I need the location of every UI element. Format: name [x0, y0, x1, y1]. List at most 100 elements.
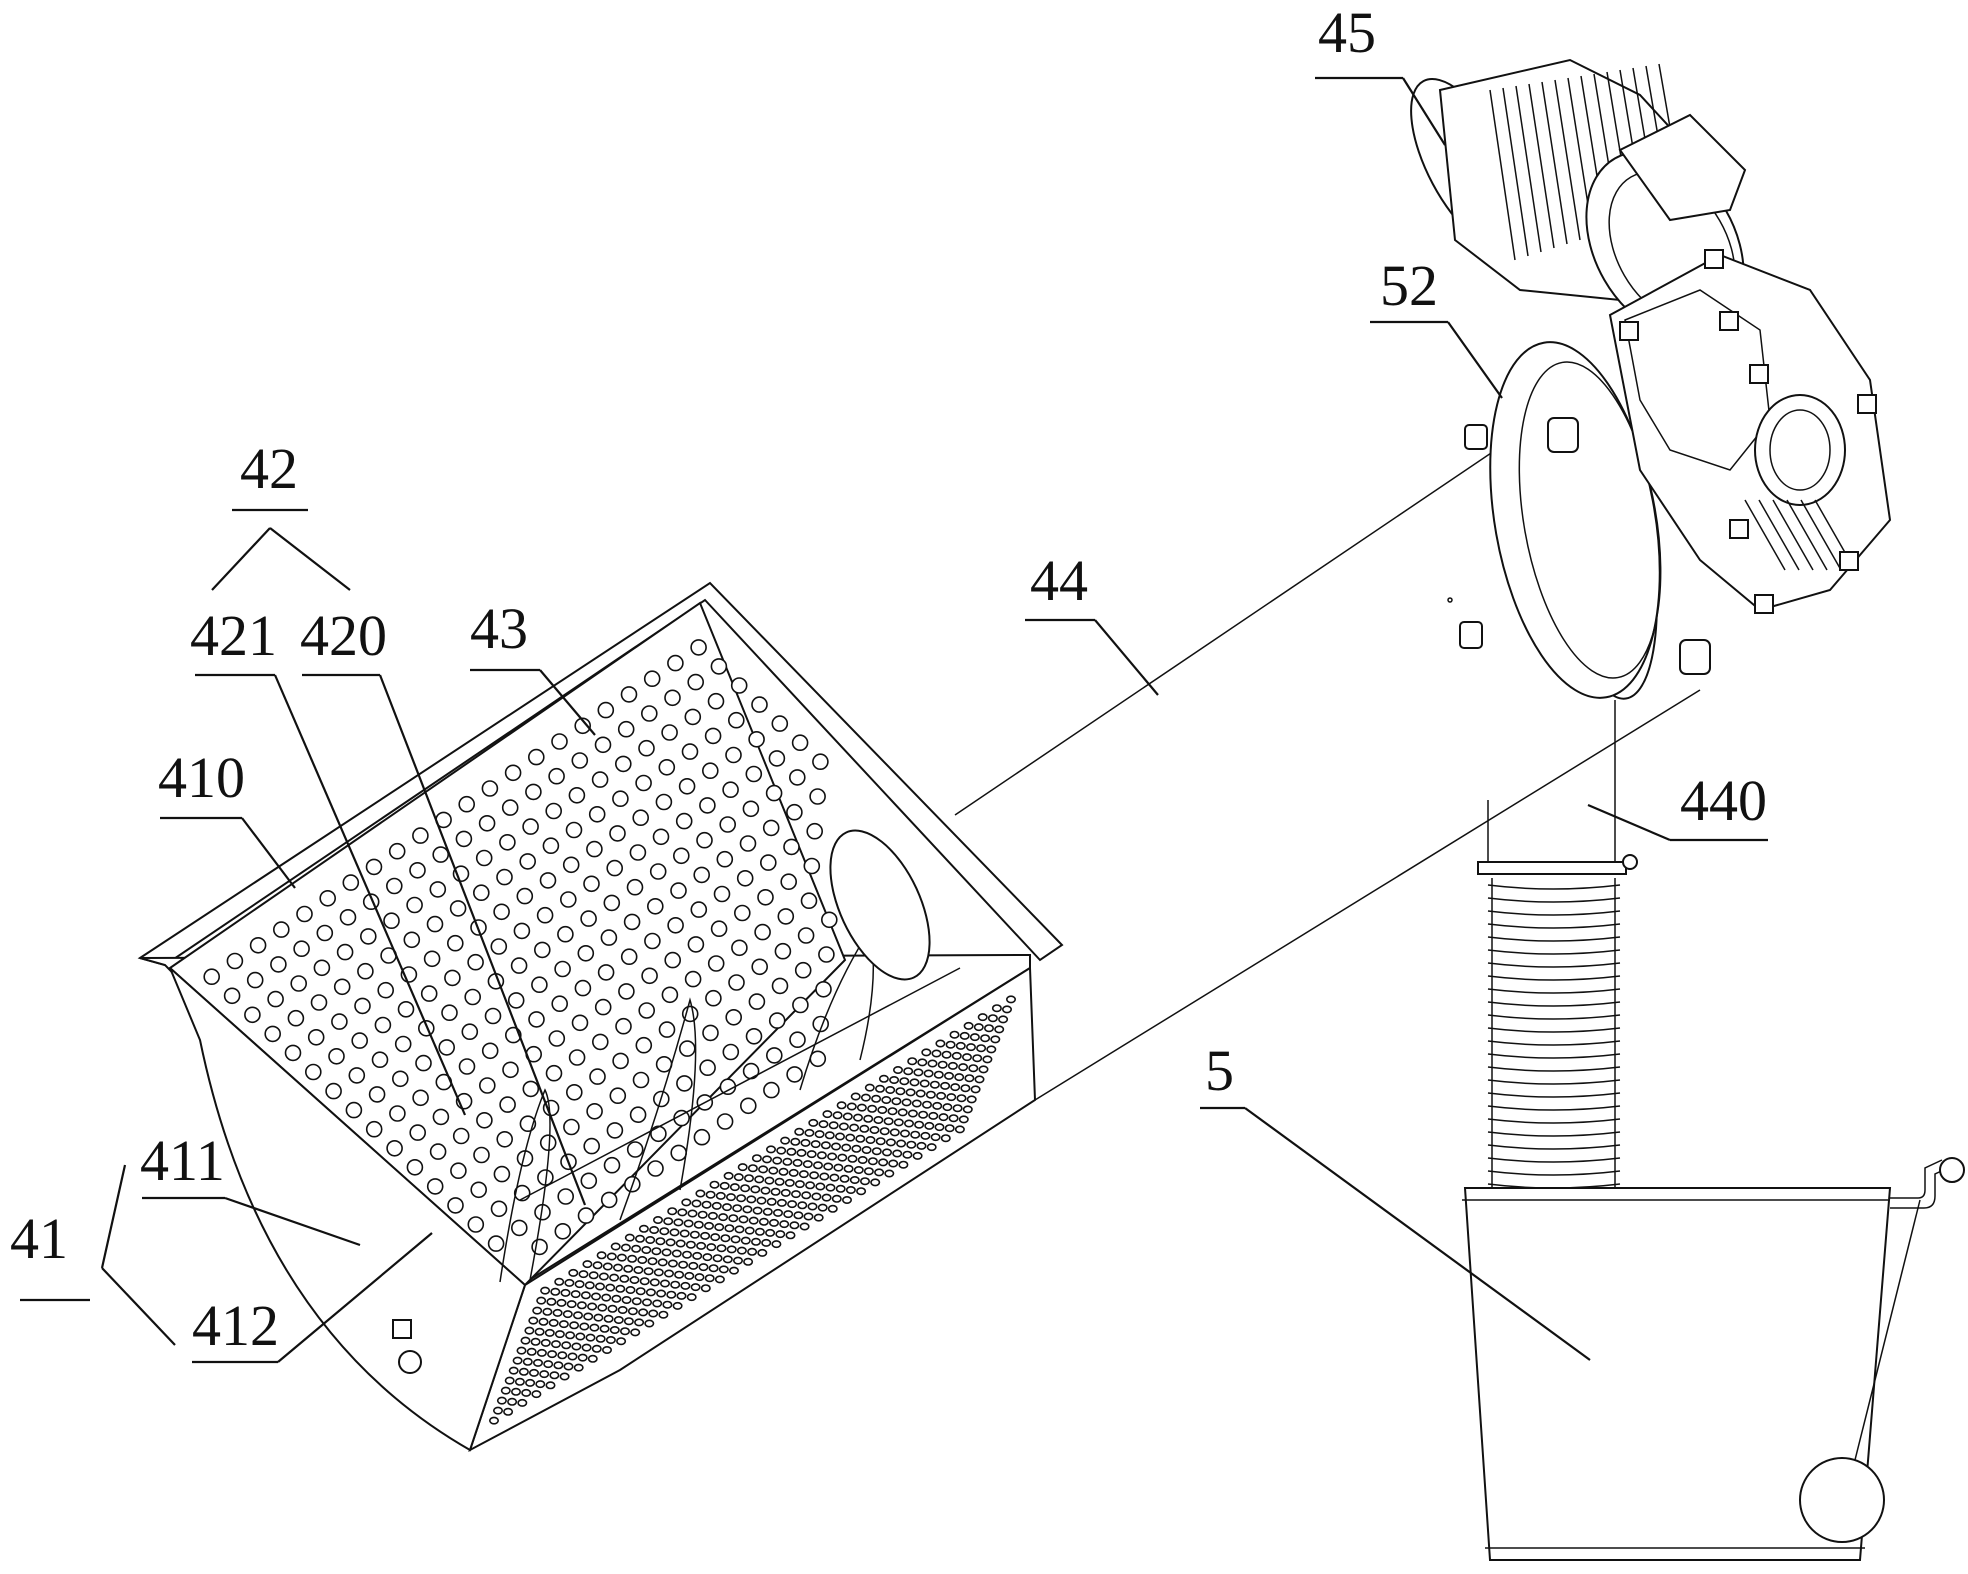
wall-hole	[726, 1245, 737, 1254]
screen-hole	[458, 795, 476, 813]
wall-hole	[605, 1283, 616, 1292]
wall-hole	[877, 1106, 888, 1115]
screen-hole	[751, 958, 769, 976]
wall-hole	[627, 1307, 638, 1316]
screen-hole	[331, 1013, 348, 1030]
wall-hole	[672, 1301, 683, 1310]
wall-hole	[958, 1063, 969, 1072]
wall-hole	[764, 1176, 775, 1185]
screen-hole	[661, 986, 679, 1004]
wall-hole	[630, 1328, 641, 1337]
wall-hole	[570, 1290, 581, 1299]
wall-hole	[669, 1228, 680, 1237]
wall-hole	[768, 1166, 779, 1175]
screen-hole	[319, 889, 337, 907]
wall-hole	[579, 1322, 590, 1331]
wall-hole	[973, 1023, 984, 1032]
wall-hole	[775, 1230, 786, 1239]
flange	[1459, 341, 1711, 699]
screen-hole	[632, 1071, 650, 1089]
screen-hole	[765, 1047, 783, 1064]
wall-hole	[961, 1053, 972, 1062]
screen-hole	[249, 936, 267, 954]
screen-hole	[316, 924, 334, 942]
screen-hole	[681, 743, 699, 760]
screen-hole	[461, 1023, 479, 1040]
screen-hole	[777, 908, 795, 925]
wall-hole	[587, 1302, 598, 1311]
wall-hole	[507, 1397, 518, 1406]
screen-hole	[478, 1077, 496, 1094]
wall-hole	[867, 1157, 878, 1166]
screen-hole	[672, 847, 690, 865]
wall-hole	[806, 1150, 817, 1159]
wall-hole	[578, 1270, 589, 1279]
bellows-ring	[1487, 1157, 1621, 1163]
wall-hole	[648, 1309, 659, 1318]
wall-hole	[743, 1257, 754, 1266]
wall-hole	[606, 1252, 617, 1261]
wall-hole	[553, 1361, 564, 1370]
wall-hole	[510, 1387, 521, 1396]
wall-hole	[602, 1262, 613, 1271]
wall-hole	[514, 1377, 525, 1386]
screen-hole	[600, 929, 618, 946]
wall-hole	[869, 1126, 880, 1135]
wall-hole	[634, 1234, 645, 1243]
wall-hole	[926, 1143, 937, 1152]
wall-hole	[899, 1129, 910, 1138]
wall-hole	[867, 1104, 878, 1113]
bellows-ring	[1487, 1001, 1621, 1007]
wall-hole	[798, 1170, 809, 1179]
screen-hole	[452, 1127, 470, 1145]
screen-hole	[623, 913, 641, 931]
wall-hole	[761, 1238, 772, 1247]
wall-hole	[617, 1306, 628, 1315]
label-5: 5	[1205, 1038, 1234, 1103]
screen-hole	[670, 1144, 688, 1162]
wall-hole	[849, 1176, 860, 1185]
screen-hole	[684, 708, 702, 726]
wall-hole	[696, 1241, 707, 1250]
wall-hole	[730, 1235, 741, 1244]
wall-hole	[841, 1143, 852, 1152]
screen-hole	[522, 818, 539, 835]
screen-hole	[614, 755, 632, 773]
wall-hole	[887, 1107, 898, 1116]
screen-hole	[600, 1191, 618, 1209]
wall-hole	[736, 1194, 747, 1203]
wall-hole	[789, 1221, 800, 1230]
wall-hole	[797, 1201, 808, 1210]
wall-hole	[681, 1250, 692, 1259]
wall-hole	[588, 1271, 599, 1280]
screen-hole	[304, 1063, 322, 1081]
wall-hole	[878, 1158, 889, 1167]
wall-hole	[778, 1167, 789, 1176]
callout-43: 43	[470, 596, 596, 736]
screen-hole	[580, 1172, 598, 1190]
wall-hole	[619, 1327, 630, 1336]
screen-hole	[270, 956, 287, 973]
screen-hole	[432, 846, 450, 863]
wall-hole	[590, 1292, 601, 1301]
wall-hole	[824, 1131, 835, 1140]
wall-hole	[870, 1178, 881, 1187]
wall-hole	[706, 1243, 717, 1252]
screen-hole	[768, 750, 786, 767]
screen-hole	[481, 1042, 499, 1060]
screen-hole	[565, 821, 583, 839]
fin-line	[1554, 79, 1581, 241]
bellows-ring	[1487, 1144, 1621, 1150]
wall-hole	[839, 1174, 850, 1183]
wall-hole	[794, 1180, 805, 1189]
wall-hole	[845, 1186, 856, 1195]
wall-hole	[680, 1281, 691, 1290]
label-410: 410	[158, 745, 245, 810]
screen-hole	[284, 1044, 302, 1062]
bellows-ring	[1487, 1066, 1621, 1072]
screen-hole	[704, 727, 722, 745]
wall-hole	[691, 1199, 702, 1208]
screen-hole	[731, 939, 748, 957]
fin-line	[1515, 85, 1542, 253]
screen-hole	[690, 639, 707, 656]
